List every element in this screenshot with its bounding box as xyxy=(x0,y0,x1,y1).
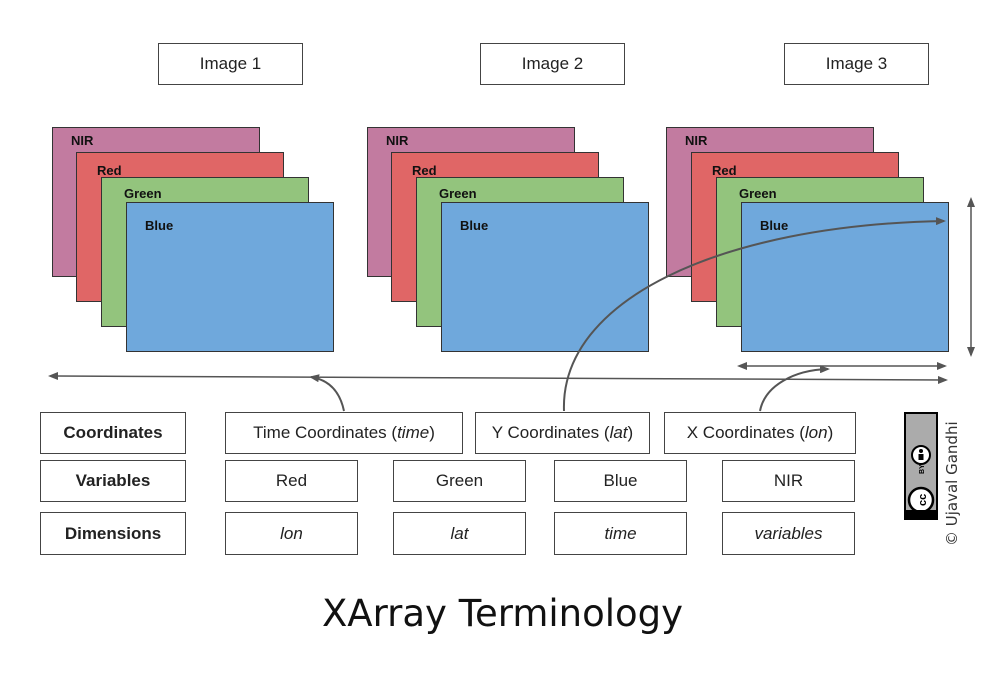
blue-band-label: Blue xyxy=(460,218,489,233)
image-3-label: Image 3 xyxy=(784,43,929,85)
blue-band-label: Blue xyxy=(760,218,789,233)
dimension-lat: lat xyxy=(393,512,526,555)
nir-band-label: NIR xyxy=(685,133,708,148)
coordinates-label: Coordinates xyxy=(40,412,186,454)
blue-band: Blue xyxy=(441,202,649,352)
close-paren: ) xyxy=(429,423,435,442)
variable-green: Green xyxy=(393,460,526,502)
x-coordinates-box: X Coordinates (lon) xyxy=(664,412,856,454)
variable-blue: Blue xyxy=(554,460,687,502)
nir-band-label: NIR xyxy=(386,133,409,148)
y-coordinate-var: lat xyxy=(609,423,628,442)
y-coordinates-text: Y Coordinates ( xyxy=(491,423,610,442)
dimension-variables: variables xyxy=(722,512,855,555)
y-coordinates-box: Y Coordinates (lat) xyxy=(475,412,650,454)
time-coordinates-box: Time Coordinates (time) xyxy=(225,412,463,454)
x-coordinates-text: X Coordinates ( xyxy=(686,423,805,442)
close-paren: ) xyxy=(627,423,634,442)
variables-label: Variables xyxy=(40,460,186,502)
red-band-label: Red xyxy=(97,163,122,178)
close-paren: ) xyxy=(827,423,834,442)
cc-text: cc xyxy=(917,494,929,506)
page-title: XArray Terminology xyxy=(321,592,684,635)
cc-logo-icon: BY cc xyxy=(907,445,935,514)
time-axis-arrow xyxy=(48,372,948,384)
cc-by-license-badge: BY cc xyxy=(904,412,938,520)
variable-nir: NIR xyxy=(722,460,855,502)
green-band-label: Green xyxy=(124,186,162,201)
time-coordinate-var: time xyxy=(397,423,430,442)
badge-bar xyxy=(906,510,936,518)
red-band-label: Red xyxy=(712,163,737,178)
time-coordinates-text: Time Coordinates ( xyxy=(253,423,398,442)
green-band-label: Green xyxy=(439,186,477,201)
variable-red: Red xyxy=(225,460,358,502)
author-credit: © Ujaval Gandhi xyxy=(943,421,961,546)
x-coordinate-var: lon xyxy=(804,423,828,442)
blue-band: Blue xyxy=(126,202,334,352)
dimension-time: time xyxy=(554,512,687,555)
lon-connector-arrow xyxy=(759,365,830,412)
image-2-label: Image 2 xyxy=(480,43,625,85)
red-band-label: Red xyxy=(412,163,437,178)
lat-connector-arrow xyxy=(562,217,946,412)
green-band-label: Green xyxy=(739,186,777,201)
dimension-lon: lon xyxy=(225,512,358,555)
image-1-label: Image 1 xyxy=(158,43,303,85)
nir-band-label: NIR xyxy=(71,133,94,148)
by-text: BY xyxy=(919,464,926,474)
dimensions-label: Dimensions xyxy=(40,512,186,555)
time-connector-arrow xyxy=(309,374,345,412)
blue-band-label: Blue xyxy=(145,218,174,233)
